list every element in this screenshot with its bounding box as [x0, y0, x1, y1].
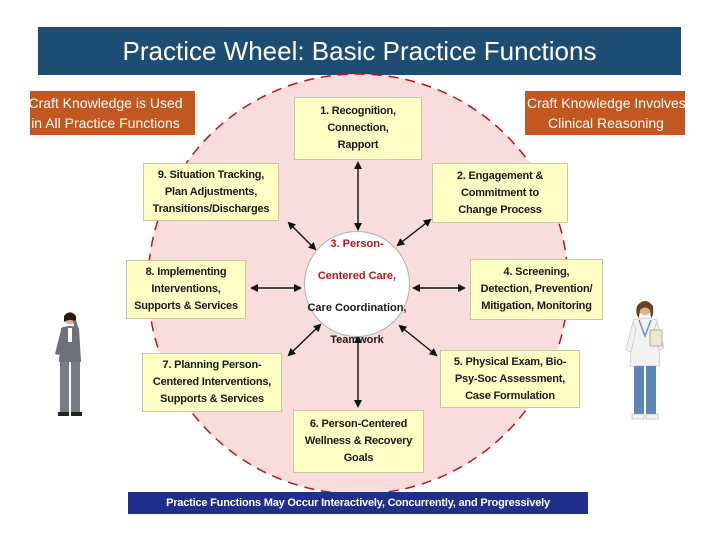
craft-knowledge-used-banner: Craft Knowledge is Used in All Practice …	[30, 91, 195, 135]
function-1-label: 1. Recognition, Connection, Rapport	[320, 105, 396, 151]
function-4-label: 4. Screening, Detection, Prevention/ Mit…	[480, 266, 593, 312]
doctor-figure-icon	[625, 301, 665, 420]
center-line3: Care Coordination,	[307, 302, 407, 314]
craft-left-line1: Craft Knowledge is Used	[30, 95, 183, 111]
function-8-label: 8. Implementing Interventions, Supports …	[134, 266, 238, 312]
arrow-to-f9	[287, 221, 317, 251]
center-line4: Teamwork	[330, 334, 384, 346]
center-line2: Centered Care,	[317, 270, 397, 282]
function-6-label: 6. Person-Centered Wellness & Recovery G…	[304, 418, 413, 464]
center-text: 3. Person- Centered Care, Care Coordinat…	[307, 220, 406, 348]
craft-left-line2: in All Practice Functions	[31, 115, 180, 131]
function-box-6: 6. Person-Centered Wellness & Recovery G…	[293, 410, 424, 473]
function-box-7: 7. Planning Person- Centered Interventio…	[142, 353, 282, 412]
businesswoman-figure-icon	[55, 312, 82, 416]
craft-right-line2: Clinical Reasoning	[548, 115, 664, 131]
center-circle: 3. Person- Centered Care, Care Coordinat…	[304, 231, 410, 346]
page-title: Practice Wheel: Basic Practice Functions	[38, 27, 681, 75]
page-title-text: Practice Wheel: Basic Practice Functions	[122, 35, 597, 66]
function-box-2: 2. Engagement & Commitment to Change Pro…	[432, 163, 568, 223]
center-line1: 3. Person-	[330, 238, 384, 250]
function-box-1: 1. Recognition, Connection, Rapport	[294, 97, 422, 160]
function-box-5: 5. Physical Exam, Bio- Psy-Soc Assessmen…	[440, 350, 580, 408]
craft-right-line1: Craft Knowledge Involves	[527, 95, 685, 111]
arrow-to-f2	[396, 218, 432, 247]
function-9-label: 9. Situation Tracking, Plan Adjustments,…	[152, 168, 270, 215]
arrow-to-f7	[287, 323, 322, 357]
craft-knowledge-involves-banner: Craft Knowledge Involves Clinical Reason…	[525, 91, 685, 135]
function-5-label: 5. Physical Exam, Bio- Psy-Soc Assessmen…	[453, 355, 567, 402]
footer-banner: Practice Functions May Occur Interactive…	[128, 492, 588, 514]
function-7-label: 7. Planning Person- Centered Interventio…	[152, 359, 272, 405]
function-box-4: 4. Screening, Detection, Prevention/ Mit…	[470, 259, 603, 320]
function-2-label: 2. Engagement & Commitment to Change Pro…	[456, 169, 544, 216]
footer-text: Practice Functions May Occur Interactive…	[166, 497, 550, 509]
function-box-8: 8. Implementing Interventions, Supports …	[126, 260, 246, 319]
function-box-9: 9. Situation Tracking, Plan Adjustments,…	[143, 163, 279, 221]
arrow-to-f5	[398, 324, 438, 357]
